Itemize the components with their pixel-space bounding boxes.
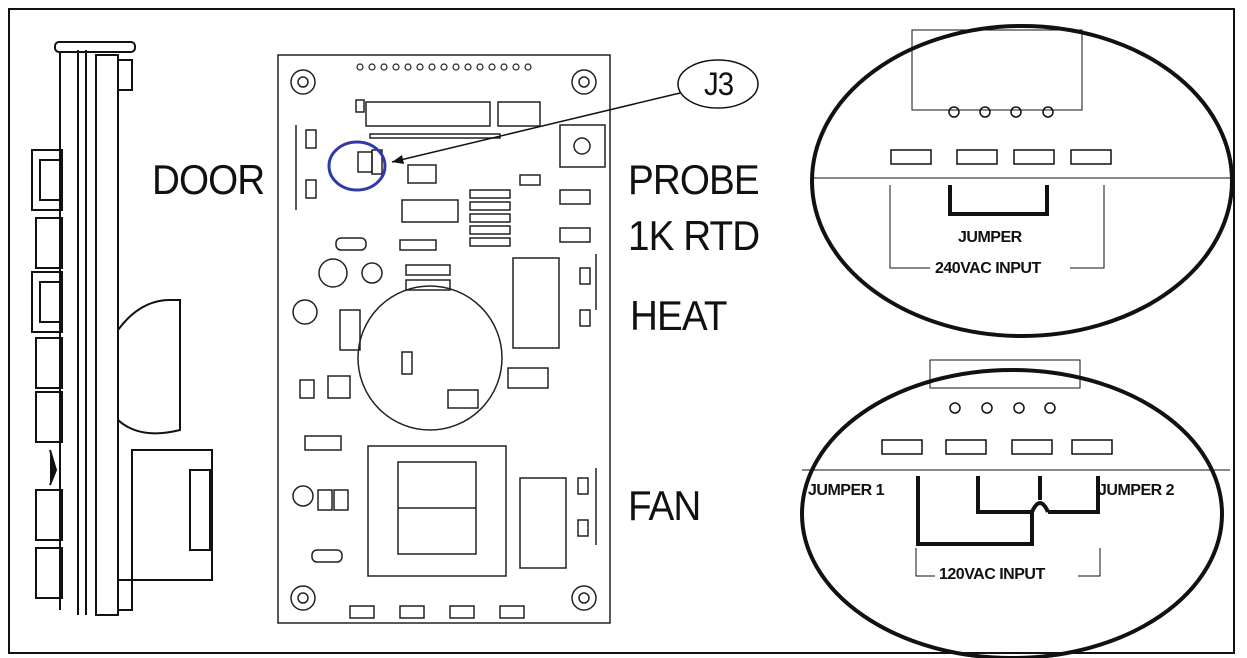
jumper-240-label: JUMPER [958, 229, 1022, 246]
j3-label: J3 [704, 66, 734, 102]
probe-type-label: 1K RTD [628, 212, 760, 259]
jumper2-label: JUMPER 2 [1098, 482, 1175, 499]
jumper1-label: JUMPER 1 [808, 482, 885, 499]
fan-label: FAN [628, 482, 701, 529]
input-120-label: 120VAC INPUT [939, 566, 1045, 583]
input-240-label: 240VAC INPUT [935, 260, 1041, 277]
door-label: DOOR [152, 156, 265, 203]
detail-240vac [810, 24, 1234, 338]
j3-highlight-ring [327, 140, 387, 192]
side-profile [31, 41, 213, 616]
detail-120vac [800, 359, 1230, 658]
probe-label: PROBE [628, 156, 760, 203]
pcb-board [277, 54, 611, 624]
j3-callout [391, 59, 759, 164]
heat-label: HEAT [630, 292, 727, 339]
